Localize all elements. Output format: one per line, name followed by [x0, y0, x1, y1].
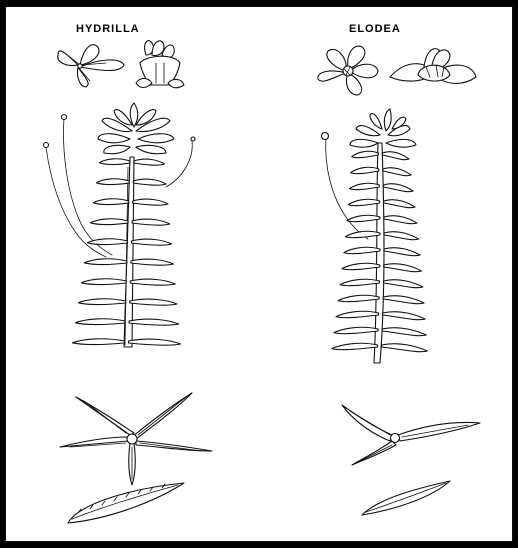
elodea-leaf-10: [345, 231, 380, 237]
elodea-leaf-5: [383, 184, 413, 192]
hydrilla-leaf-13: [130, 279, 175, 285]
hydrilla-leaf-3: [133, 179, 166, 185]
elodea-leaf-14: [342, 263, 380, 269]
hydrilla-leaf-7: [132, 219, 170, 225]
hydrilla-flower-side-view: [136, 41, 184, 88]
hydrilla-leaf-9: [131, 239, 171, 245]
hydrilla-single-leaf: [68, 483, 184, 523]
hydrilla-leaf-11: [131, 259, 173, 265]
elodea-leaf-17: [383, 280, 422, 288]
elodea-plant: [322, 109, 428, 363]
elodea-leaf-16: [340, 279, 379, 285]
elodea-leaf-whorl: [342, 405, 480, 465]
hydrilla-leaf-15: [130, 299, 177, 305]
elodea-leaf-24: [332, 343, 378, 349]
elodea-leaf-18: [338, 295, 379, 301]
elodea-leaf-11: [384, 232, 419, 240]
elodea-leaf-9: [384, 216, 417, 224]
hydrilla-leaf-5: [133, 199, 168, 205]
hydrilla-leaf-19: [128, 339, 180, 345]
elodea-leaf-2: [351, 167, 379, 173]
hydrilla-leaf-4: [93, 199, 128, 205]
hydrilla-leaf-10: [84, 259, 126, 265]
hydrilla-leaf-18: [72, 339, 124, 345]
elodea-leaf-7: [384, 200, 415, 208]
hydrilla-plant: [44, 103, 196, 347]
hydrilla-leaf-whorl: [60, 393, 212, 485]
hydrilla-leaf-17: [129, 319, 179, 325]
elodea-leaf-25: [382, 344, 428, 352]
hydrilla-leaf-0: [99, 159, 129, 165]
hydrilla-leaf-14: [78, 299, 125, 305]
elodea-flower-side-view: [390, 49, 476, 84]
elodea-leaf-8: [347, 215, 380, 221]
hydrilla-leaf-8: [87, 239, 127, 245]
elodea-leaf-13: [384, 248, 420, 256]
elodea-leaf-23: [382, 328, 426, 336]
elodea-leaf-22: [334, 327, 378, 333]
hydrilla-leaf-2: [96, 179, 129, 185]
elodea-leaf-15: [384, 264, 422, 272]
elodea-leaf-20: [336, 311, 379, 317]
elodea-leaf-4: [349, 183, 379, 189]
illustration-frame: HYDRILLA ELODEA: [5, 6, 513, 542]
hydrilla-leaf-6: [90, 219, 128, 225]
elodea-leaf-19: [383, 296, 424, 304]
elodea-flower-top-view: [318, 46, 378, 95]
hydrilla-leaf-1: [134, 159, 164, 165]
elodea-leaf-1: [382, 152, 409, 160]
botanical-drawing: [6, 7, 513, 542]
hydrilla-leaf-16: [75, 319, 125, 325]
elodea-single-leaf: [362, 481, 450, 515]
elodea-leaf-3: [383, 168, 411, 176]
hydrilla-flower-top-view: [58, 45, 124, 87]
elodea-leaf-6: [348, 199, 379, 205]
elodea-leaf-12: [344, 247, 380, 253]
elodea-leaf-21: [383, 312, 426, 320]
hydrilla-leaf-12: [81, 279, 126, 285]
elodea-leaf-0: [352, 151, 379, 157]
